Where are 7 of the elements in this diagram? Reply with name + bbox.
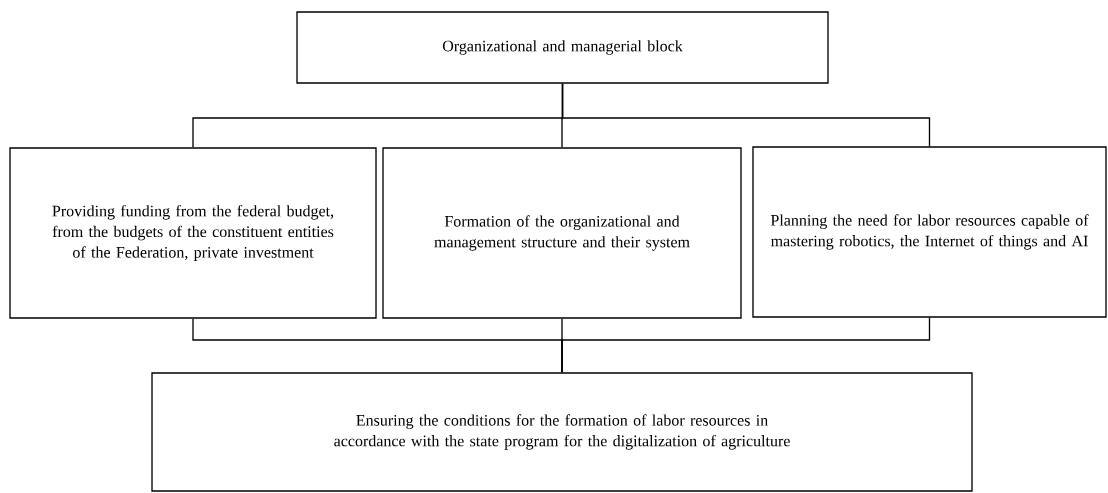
connector-line [561,317,931,373]
text-box: Organizational and managerial block [296,11,829,84]
connector-line [561,83,931,147]
text-box: Ensuring the conditions for the formation of labor resources in accordance with the state program for the digitalization of agriculture [151,372,973,492]
text-box: Formation of the organizational and management structure and their system [382,147,742,319]
text-box: Planning the need for labor resources capable of mastering robotics, the Internet of things and AI [752,146,1107,318]
text-box: Providing funding from the federal budget, from the budgets of the constituent entities of the Federation, private investment [9,147,377,319]
